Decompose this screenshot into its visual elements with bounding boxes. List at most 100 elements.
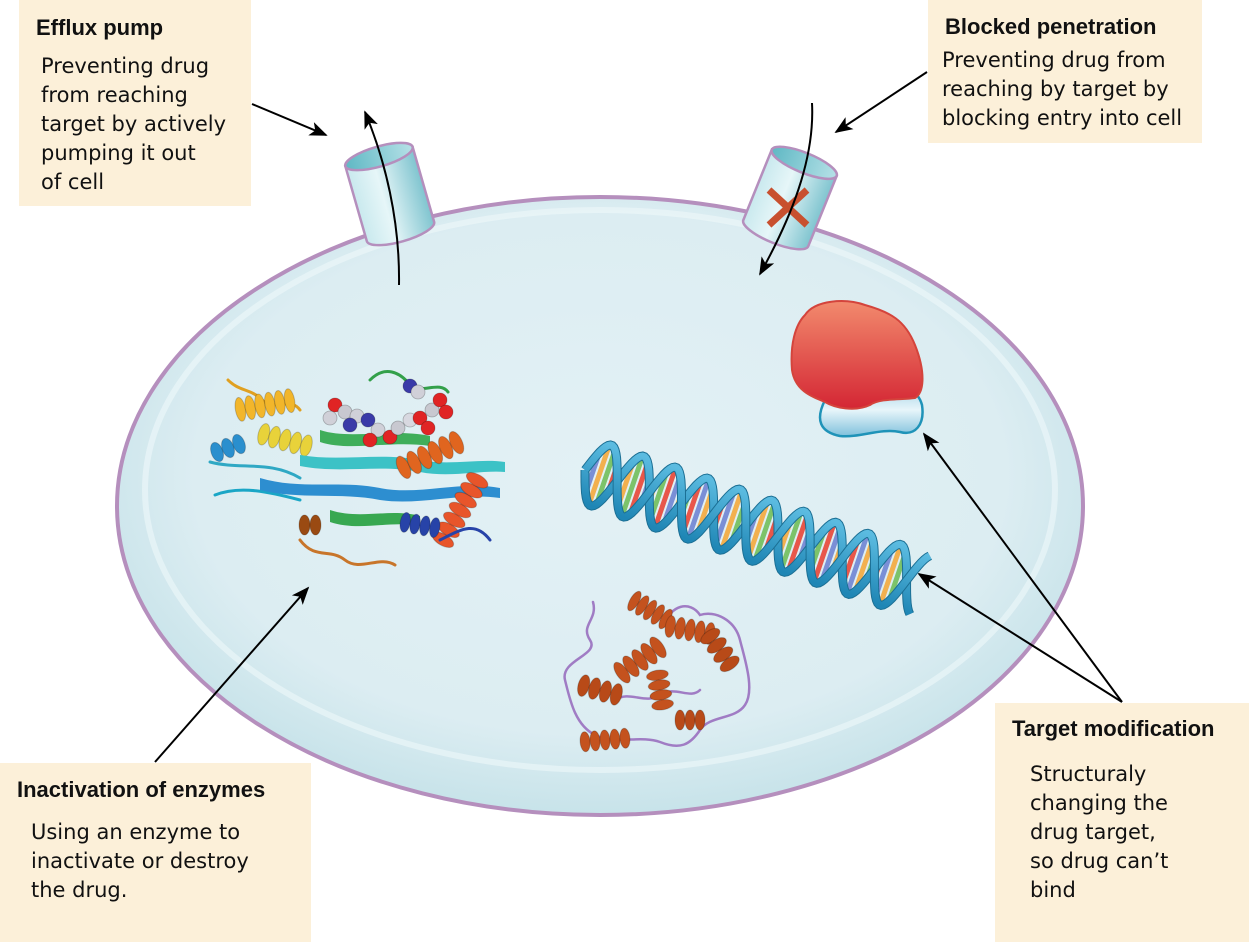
arrows [154, 71, 1123, 763]
inactivation-label-arrow [154, 586, 310, 763]
drug-atom-sphere [362, 432, 378, 448]
protein-loop [213, 488, 302, 502]
drug-atom-sphere [370, 422, 386, 438]
target-protein-arrow [922, 432, 1123, 703]
description-line: Structuraly [1030, 762, 1147, 786]
alpha-helix [577, 674, 623, 706]
target-modification-description: Structuraly changing the drug target, so… [1030, 760, 1168, 905]
dna-helix-group [580, 440, 932, 616]
helix-turn [254, 393, 266, 419]
helix-turn [232, 433, 246, 455]
dna-base-pair [594, 447, 618, 507]
helix-turn [298, 514, 311, 536]
dna-base-pair [752, 500, 778, 564]
efflux-pump-label: Efflux pump Preventing drug from reachin… [19, 0, 251, 206]
dna-base-pair [713, 488, 737, 548]
inactivation-of-enzymes-label: Inactivation of enzymes Using an enzyme … [0, 763, 311, 942]
description-line: Preventing drug from [942, 48, 1166, 72]
helix-turn [465, 472, 489, 489]
dna-base-pair [844, 530, 871, 597]
blocked-penetration-description: Preventing drug from reaching by target … [942, 46, 1182, 133]
blocked-penetration-title: Blocked penetration [945, 14, 1157, 39]
alpha-helix [399, 512, 441, 538]
alpha-helix [257, 423, 313, 457]
description-line: the drug. [31, 878, 128, 902]
dna-base-pair [877, 542, 904, 608]
efflux-pump-description: Preventing drug from reaching target by … [41, 52, 226, 197]
helix-turn [309, 514, 322, 536]
dna-base-pair [586, 442, 612, 508]
dna-backbone [582, 441, 932, 609]
description-line: bind [1030, 878, 1076, 902]
protein-loop [563, 600, 751, 747]
helix-turn [283, 388, 296, 414]
target-dna-arrow [917, 573, 1123, 703]
blocked-penetration-label: Blocked penetration Preventing drug from… [928, 0, 1202, 143]
dna-base-pair [785, 512, 810, 574]
helix-turn [649, 636, 667, 659]
description-line: blocking entry into cell [942, 106, 1183, 130]
alpha-helix [674, 709, 706, 731]
drug-atom-sphere [342, 417, 358, 433]
description-line: Preventing drug [41, 54, 210, 78]
alpha-helix [234, 388, 296, 422]
dna-base-pair [619, 453, 646, 519]
enzyme-ribbon-structure [563, 590, 751, 753]
drug-atom-sphere [412, 410, 428, 426]
helix-turn [674, 709, 686, 731]
drug-atom-sphere [438, 404, 454, 420]
alpha-helix [700, 627, 740, 673]
alpha-helix [298, 514, 322, 536]
beta-sheet [330, 510, 420, 527]
efflux-pump-out-arrow [364, 110, 401, 286]
inactivation-of-enzymes-description: Using an enzyme to inactivate or destroy… [31, 818, 249, 905]
description-line: target by actively [41, 112, 227, 136]
description-line: pumping it out [41, 141, 196, 165]
alpha-helix [646, 669, 674, 711]
description-line: drug target, [1030, 820, 1156, 844]
helix-turn [684, 709, 696, 731]
description-line: inactivate or destroy [31, 849, 249, 873]
drug-atom-sphere [420, 420, 436, 436]
target-modification-label: Target modification Structuraly changing… [995, 703, 1249, 942]
beta-sheet [260, 478, 500, 502]
description-line: Using an enzyme to [31, 820, 241, 844]
helix-turn [706, 637, 727, 654]
dna-backbone [581, 452, 914, 616]
target-modification-title: Target modification [1012, 716, 1215, 741]
drug-target-protein [790, 300, 924, 438]
alpha-helix [613, 636, 667, 684]
dna-double-helix [580, 440, 932, 616]
blocked-label-arrow [834, 71, 928, 133]
protein-loop [298, 538, 397, 567]
dna-base-pair [745, 498, 771, 561]
efflux-label-arrow [251, 103, 328, 136]
helix-turn [448, 431, 465, 455]
dna-base-pair [685, 476, 712, 542]
helix-turn [609, 683, 623, 706]
drug-atom-sphere [424, 402, 440, 418]
drug-atom-sphere [432, 392, 448, 408]
protein-loop [438, 526, 492, 542]
target-protein-body [790, 300, 924, 410]
helix-turn [694, 709, 706, 731]
drug-atom-sphere [322, 410, 338, 426]
alpha-helix [395, 431, 465, 479]
helix-turn [651, 698, 674, 711]
blocked-entry-arrow [759, 102, 814, 276]
x-mark-icon [766, 187, 810, 228]
protein-loop [208, 460, 302, 480]
drug-atom-sphere [410, 384, 426, 400]
efflux-pump-title: Efflux pump [36, 15, 164, 40]
alpha-helix [579, 727, 631, 753]
drug-atom-sphere [360, 412, 376, 428]
protein-ribbon-with-bound-drug [208, 370, 505, 567]
drug-atom-sphere [382, 429, 398, 445]
dna-base-pair [652, 464, 679, 531]
description-line: reaching by target by [942, 77, 1169, 101]
alpha-helix [210, 433, 246, 463]
dna-base-pair [819, 524, 843, 585]
description-line: of cell [41, 170, 105, 194]
